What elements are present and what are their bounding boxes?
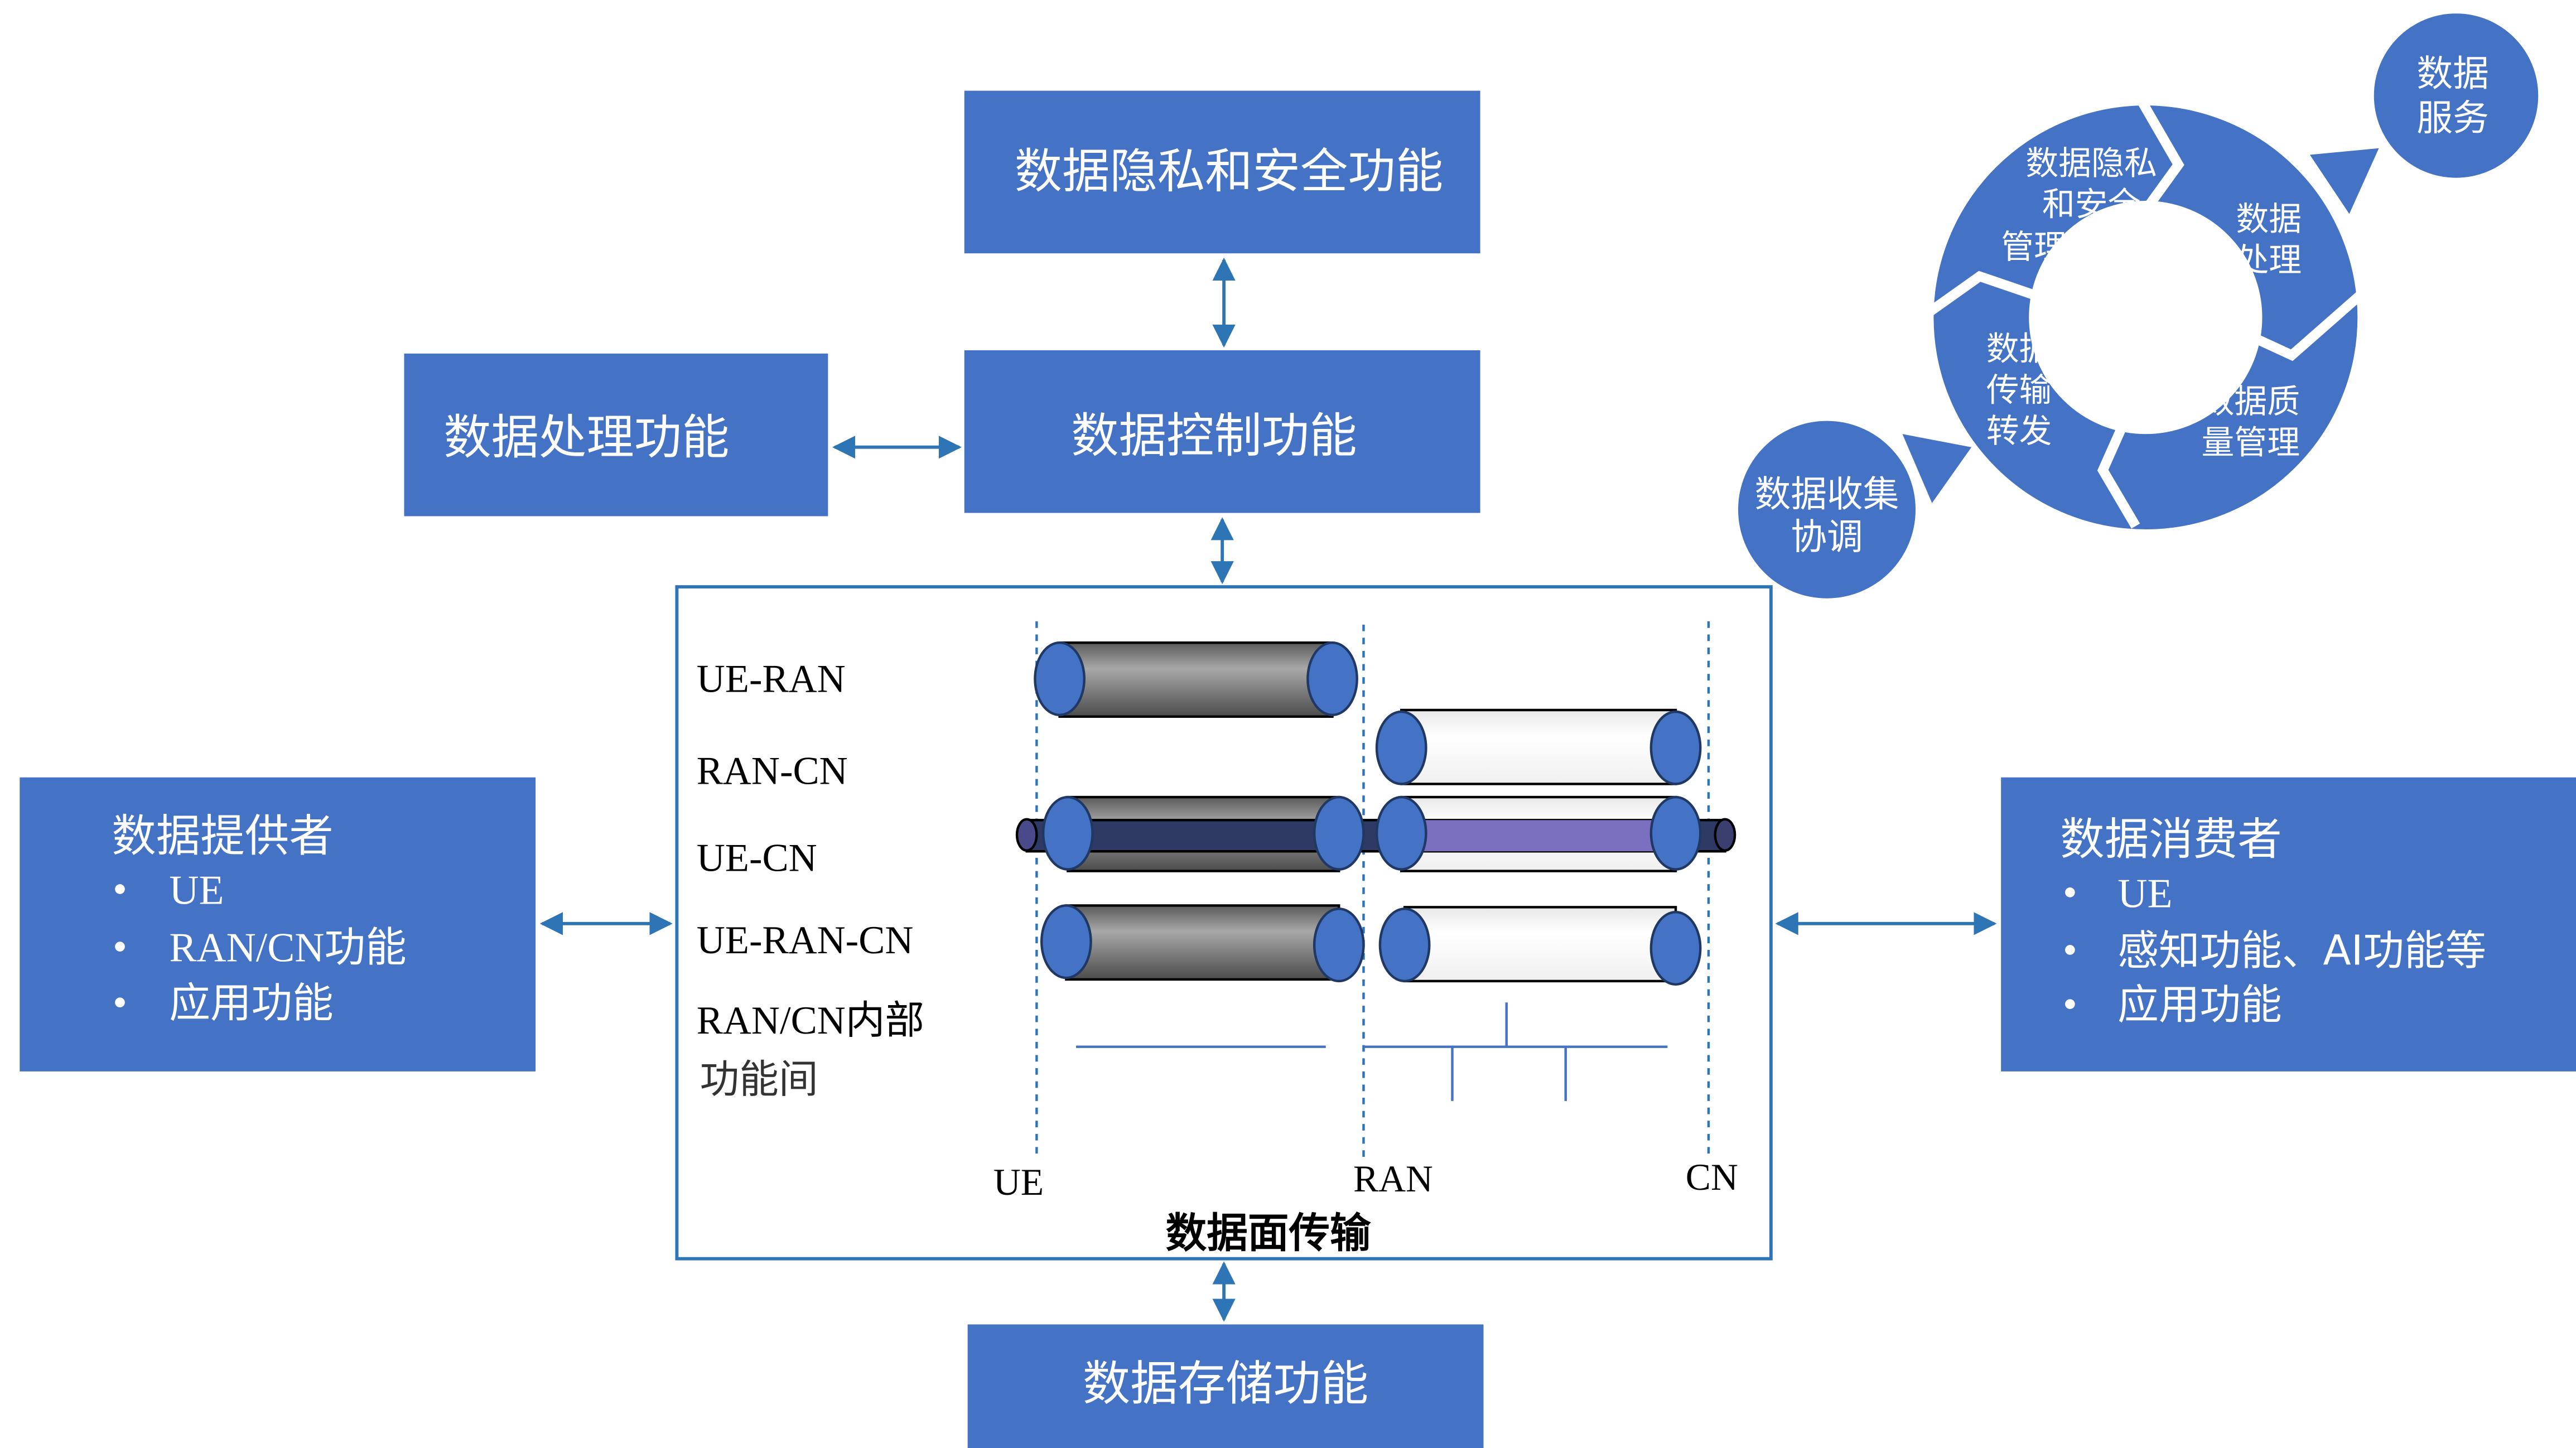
- data-provider-box: 数据提供者 UE RAN/CN功能 应用功能: [20, 777, 536, 1071]
- data-control-label: 数据控制功能: [1071, 409, 1357, 464]
- provider-item: UE: [169, 867, 224, 913]
- consumer-item: UE: [2117, 870, 2172, 916]
- data-processing-box: 数据处理功能: [404, 353, 828, 517]
- segment-processing-2: 处理: [2236, 241, 2302, 279]
- data-processing-label: 数据处理功能: [443, 411, 729, 466]
- data-control-box: 数据控制功能: [964, 350, 1480, 513]
- node-label-cn: CN: [1686, 1156, 1738, 1198]
- segment-quality-2: 量管理: [2202, 423, 2300, 462]
- row-label-ue-cn: UE-CN: [697, 837, 817, 880]
- internal-function-lines: [1076, 1002, 1668, 1101]
- data-lifecycle-ring: 数据隐私 和安全 管理 数据 处理 数据质 量管理 数据 传输 转发: [1926, 99, 2363, 529]
- row-label-ran-cn: RAN-CN: [697, 749, 848, 793]
- provider-item: 应用功能: [169, 980, 333, 1027]
- segment-privacy-mgmt-1: 数据隐私: [2025, 144, 2157, 182]
- data-service-node: 数据 服务: [2374, 13, 2539, 178]
- data-storage-label: 数据存储功能: [1083, 1357, 1368, 1412]
- row-label-internal-2: 功能间: [700, 1056, 818, 1102]
- data-consumer-box: 数据消费者 UE 感知功能、AI功能等 应用功能: [2001, 777, 2576, 1071]
- data-service-label-2: 服务: [2416, 97, 2489, 139]
- privacy-security-box: 数据隐私和安全功能: [964, 90, 1480, 254]
- data-plane-panel: UE-RAN RAN-CN UE-CN UE-RAN-CN RAN/CN内部 功…: [675, 585, 1773, 1261]
- data-storage-box: 数据存储功能: [967, 1324, 1484, 1448]
- provider-item: RAN/CN功能: [169, 925, 406, 971]
- segment-transport-1: 数据: [1986, 330, 2052, 368]
- ue-ran-cn-tunnel: [1040, 904, 1702, 986]
- connectors: [539, 257, 1997, 1322]
- segment-transport-3: 转发: [1986, 412, 2052, 450]
- consumer-title: 数据消费者: [2060, 813, 2282, 865]
- provider-title: 数据提供者: [112, 810, 334, 862]
- segment-processing-1: 数据: [2236, 200, 2302, 238]
- ran-cn-tunnel: [1375, 708, 1702, 785]
- data-collection-label-1: 数据收集: [1754, 474, 1899, 515]
- data-collection-node: 数据收集 协调: [1738, 421, 1916, 598]
- bullet-icon: [115, 942, 125, 952]
- privacy-security-label: 数据隐私和安全功能: [1015, 144, 1444, 199]
- bullet-icon: [2065, 945, 2075, 955]
- ue-ran-tunnel: [1034, 641, 1358, 718]
- ue-cn-tunnel: [1015, 795, 1736, 872]
- bullet-icon: [2065, 999, 2075, 1009]
- segment-transport-2: 传输: [1986, 370, 2052, 409]
- data-collection-label-2: 协调: [1791, 516, 1863, 558]
- node-label-ran: RAN: [1353, 1158, 1433, 1200]
- segment-privacy-mgmt-3: 管理: [2001, 228, 2067, 266]
- service-pointer-triangle: [2309, 148, 2379, 214]
- segment-privacy-mgmt-2: 和安全: [2042, 185, 2141, 223]
- segment-quality-1: 数据质: [2202, 382, 2300, 421]
- bullet-icon: [2065, 887, 2075, 897]
- bullet-icon: [115, 884, 125, 894]
- consumer-item: 应用功能: [2117, 982, 2281, 1029]
- row-label-ue-ran: UE-RAN: [697, 658, 846, 701]
- row-label-ue-ran-cn: UE-RAN-CN: [697, 919, 914, 962]
- node-label-ue: UE: [993, 1161, 1044, 1203]
- bullet-icon: [115, 997, 125, 1008]
- collection-pointer-triangle: [1902, 434, 1972, 503]
- consumer-item: 感知功能、AI功能等: [2117, 927, 2486, 974]
- row-label-internal: RAN/CN内部: [697, 999, 924, 1042]
- data-service-label-1: 数据: [2416, 53, 2489, 95]
- data-plane-caption: 数据面传输: [1166, 1210, 1371, 1257]
